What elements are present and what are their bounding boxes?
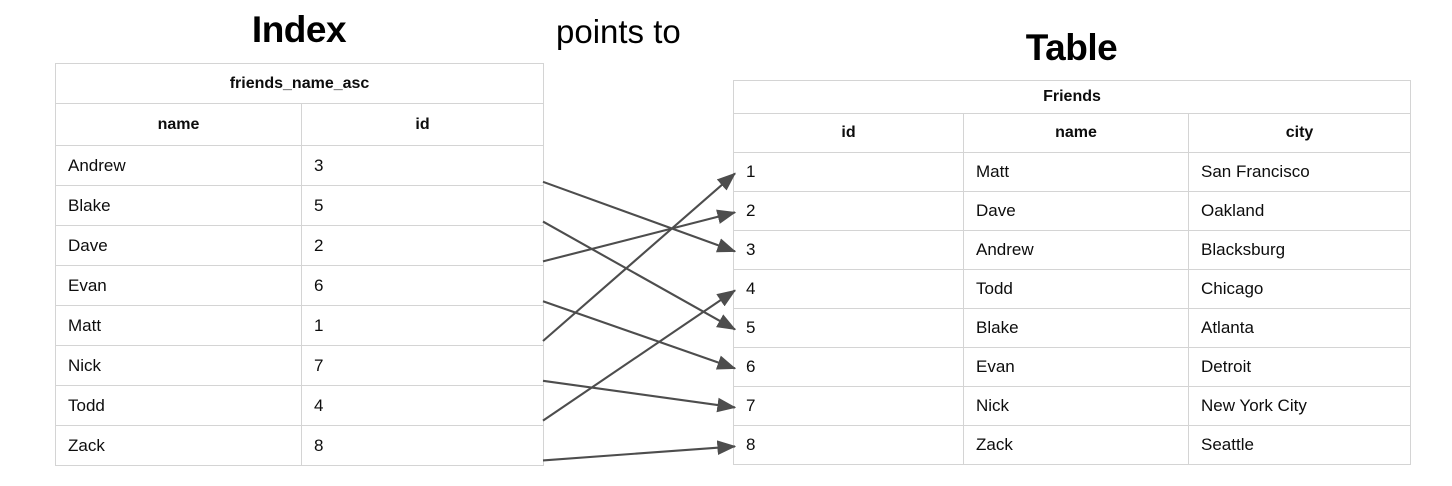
index-cell-name: Evan bbox=[55, 265, 302, 306]
pointer-arrow bbox=[542, 220, 737, 331]
table-row: Dave 2 bbox=[55, 225, 545, 266]
index-column-header-name: name bbox=[55, 103, 302, 146]
index-cell-id: 7 bbox=[300, 345, 545, 386]
index-column-header-id: id bbox=[300, 103, 545, 146]
friends-table-body: Friends id name city 1 Matt San Francisc… bbox=[732, 80, 1412, 465]
friends-column-header-city: city bbox=[1187, 113, 1412, 153]
table-row: Nick 7 bbox=[55, 345, 545, 386]
index-table-header-row: name id bbox=[55, 103, 545, 146]
friends-table-header-row: id name city bbox=[733, 113, 1412, 153]
table-row: Evan 6 bbox=[55, 265, 545, 306]
index-name-cell: friends_name_asc bbox=[54, 63, 545, 104]
friends-cell-name: Todd bbox=[963, 269, 1189, 309]
friends-cell-city: Seattle bbox=[1187, 425, 1412, 465]
index-cell-id: 2 bbox=[300, 225, 545, 266]
friends-cell-city: Oakland bbox=[1187, 191, 1412, 231]
index-title: Index bbox=[251, 9, 347, 50]
friends-cell-city: San Francisco bbox=[1187, 152, 1412, 192]
index-cell-name: Nick bbox=[55, 345, 302, 386]
pointer-arrow bbox=[542, 180, 737, 253]
index-cell-name: Andrew bbox=[55, 145, 302, 186]
index-cell-id: 8 bbox=[300, 425, 545, 466]
table-row: 6 Evan Detroit bbox=[733, 347, 1412, 387]
friends-cell-id: 7 bbox=[733, 386, 964, 426]
friends-column-header-name: name bbox=[963, 113, 1189, 153]
friends-cell-id: 4 bbox=[733, 269, 964, 309]
pointer-arrow bbox=[542, 209, 737, 263]
index-cell-name: Blake bbox=[55, 185, 302, 226]
friends-cell-name: Blake bbox=[963, 308, 1189, 348]
friends-cell-name: Andrew bbox=[963, 230, 1189, 270]
friends-cell-name: Dave bbox=[963, 191, 1189, 231]
table-row: 7 Nick New York City bbox=[733, 386, 1412, 426]
friends-cell-id: 8 bbox=[733, 425, 964, 465]
index-cell-name: Todd bbox=[55, 385, 302, 426]
table-row: 3 Andrew Blacksburg bbox=[733, 230, 1412, 270]
friends-cell-city: Blacksburg bbox=[1187, 230, 1412, 270]
friends-cell-name: Nick bbox=[963, 386, 1189, 426]
table-row: 8 Zack Seattle bbox=[733, 425, 1412, 465]
table-row: 5 Blake Atlanta bbox=[733, 308, 1412, 348]
pointer-arrow bbox=[542, 172, 736, 342]
friends-name-cell: Friends bbox=[732, 80, 1412, 114]
table-row: Andrew 3 bbox=[55, 145, 545, 186]
table-row: Matt 1 bbox=[55, 305, 545, 346]
friends-column-header-id: id bbox=[733, 113, 964, 153]
table-title: Table bbox=[1025, 27, 1118, 68]
friends-table: Friends id name city 1 Matt San Francisc… bbox=[732, 80, 1412, 465]
index-cell-name: Matt bbox=[55, 305, 302, 346]
table-row: 4 Todd Chicago bbox=[733, 269, 1412, 309]
pointer-arrow bbox=[542, 379, 737, 413]
table-row: Zack 8 bbox=[55, 425, 545, 466]
pointer-arrow bbox=[542, 289, 737, 422]
index-table-title-row: friends_name_asc bbox=[54, 63, 545, 104]
table-row: 1 Matt San Francisco bbox=[733, 152, 1412, 192]
friends-cell-id: 5 bbox=[733, 308, 964, 348]
index-cell-id: 5 bbox=[300, 185, 545, 226]
index-table: friends_name_asc name id Andrew 3 Blake … bbox=[54, 63, 545, 466]
table-row: Blake 5 bbox=[55, 185, 545, 226]
friends-cell-id: 6 bbox=[733, 347, 964, 387]
table-row: 2 Dave Oakland bbox=[733, 191, 1412, 231]
index-cell-name: Zack bbox=[55, 425, 302, 466]
friends-cell-name: Zack bbox=[963, 425, 1189, 465]
pointer-arrow bbox=[542, 300, 737, 370]
index-cell-id: 6 bbox=[300, 265, 545, 306]
index-cell-name: Dave bbox=[55, 225, 302, 266]
friends-cell-id: 1 bbox=[733, 152, 964, 192]
index-table-body: friends_name_asc name id Andrew 3 Blake … bbox=[54, 63, 545, 466]
pointer-arrow bbox=[542, 440, 737, 462]
friends-cell-name: Evan bbox=[963, 347, 1189, 387]
friends-cell-city: Detroit bbox=[1187, 347, 1412, 387]
table-row: Todd 4 bbox=[55, 385, 545, 426]
index-cell-id: 4 bbox=[300, 385, 545, 426]
index-cell-id: 3 bbox=[300, 145, 545, 186]
friends-cell-city: Chicago bbox=[1187, 269, 1412, 309]
friends-cell-id: 2 bbox=[733, 191, 964, 231]
points-to-label: points to bbox=[556, 13, 681, 50]
friends-cell-name: Matt bbox=[963, 152, 1189, 192]
index-cell-id: 1 bbox=[300, 305, 545, 346]
friends-cell-id: 3 bbox=[733, 230, 964, 270]
friends-cell-city: Atlanta bbox=[1187, 308, 1412, 348]
friends-cell-city: New York City bbox=[1187, 386, 1412, 426]
friends-table-title-row: Friends bbox=[732, 80, 1412, 114]
